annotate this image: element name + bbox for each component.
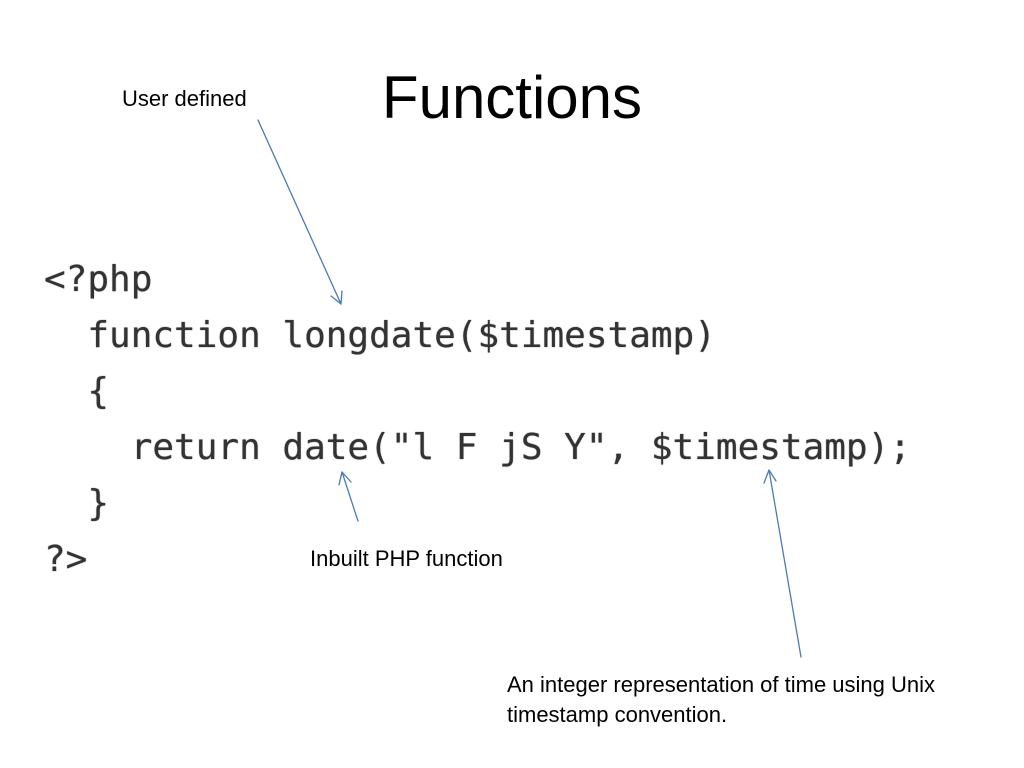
user-defined-label: User defined [122,86,247,111]
code-line-5: } [44,483,110,524]
timestamp-note-label: An integer representation of time using … [507,672,936,727]
slide-title: Functions [381,64,643,131]
code-line-3: { [44,371,110,412]
code-line-4: return date("l F jS Y", $timestamp); [44,427,911,468]
inbuilt-function-label: Inbuilt PHP function [310,546,503,571]
code-line-6: ?> [44,539,88,580]
code-line-1: <?php [44,259,153,300]
php-code-block: <?php function longdate($timestamp) { re… [44,252,911,588]
code-line-2: function longdate($timestamp) [44,315,716,356]
